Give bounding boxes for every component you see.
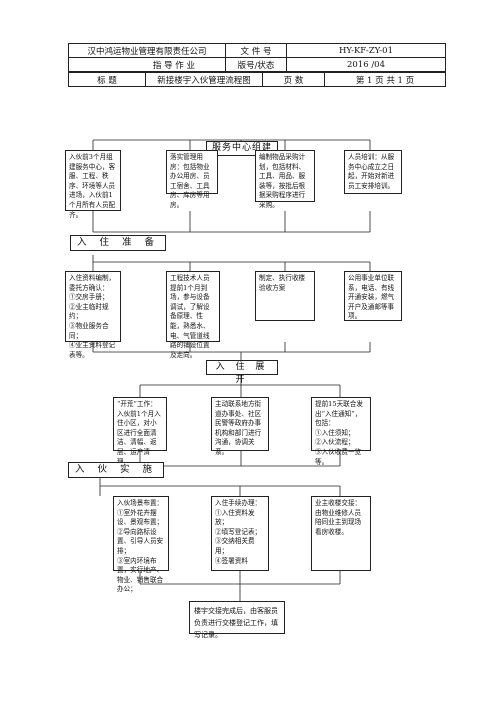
row4-handover-box: 业主收楼交接：由物业维修人员陪同业主到现场看房收楼。 <box>311 496 371 571</box>
row3-notice-box: 提前15天联合发出“入住通知”，包括： ①入住须知； ②入伙流程； ③入伙收费一… <box>311 397 371 466</box>
document-header: 汉中鸿运物业管理有限责任公司 文 件 号 HY-KF-ZY-01 指 导 作 业… <box>68 43 446 72</box>
final-registration-box: 楼宇交接完成后，由客服员负责进行交楼登记工作，填写记录。 <box>189 601 285 639</box>
version: 2016 /04 <box>286 57 446 72</box>
page-number: 第 1 页 共 1 页 <box>324 72 446 87</box>
row1-procurement-box: 编制物品采购计划，包括材料、工具、用品、服装等，按批后根据采购程序进行采购。 <box>255 150 315 209</box>
doc-type: 指 导 作 业 <box>68 57 226 72</box>
row4-procedures-box: 入住手续办理： ①入住资料发放； ②填写登记表； ③交纳相关费用； ④签署资料 <box>211 496 269 571</box>
section-move-in-preparation: 入 住 准 备 <box>70 235 167 251</box>
row3-cleaning-box: “开荒”工作：入伙前1个月入住小区，对小区进行全面清洁、清幅、返层、运户清理。 <box>113 397 167 466</box>
section-move-in-launch: 入 住 展 开 <box>206 360 278 385</box>
title-label: 标 题 <box>68 72 146 87</box>
document-title-row: 标 题 新接楼宇入伙管理流程图 页 数 第 1 页 共 1 页 <box>68 72 446 87</box>
row1-office-box: 落实管理用房：包括物业办公用房、员工宿舍、工具房、库房等用房。 <box>166 150 218 209</box>
row3-government-liaison-box: 主动联系地方街道办事处、社区民警等政府办事机构和部门进行沟通，协调关系。 <box>211 397 269 456</box>
row1-staffing-box: 入伙前3个月组建服务中心，客服、工程、秩序、环境等人员进场，入伙前1个月所有人员… <box>65 150 121 219</box>
document-title: 新接楼宇入伙管理流程图 <box>145 72 263 87</box>
row2-inspection-box: 制定、执行收楼验收方案 <box>255 271 315 321</box>
row1-training-box: 人员培训：从服务中心成立之日起，开始对新进员工安排培训。 <box>344 150 402 194</box>
row2-utilities-box: 公用事业单位联系，电话、有线开通安装，燃气开户及通邮等事项。 <box>344 271 402 321</box>
row2-engineering-box: 工程技术人员提前1个月到场，参与设备调试，了解设备原理、性能，熟悉水、电、气管道… <box>166 271 220 359</box>
section-move-in-implementation: 入 伙 实 施 <box>68 462 165 478</box>
row4-venue-setup-box: 入伙场景布置： ①室外花卉摆设、景观布置； ②导向路标设置、引导人员安排； ③室… <box>113 496 169 593</box>
row2-documents-box: 入住资料编制，委托方确认： ①交房手册； ②业主临时规约； ③物业服务合同； ④… <box>65 271 121 359</box>
